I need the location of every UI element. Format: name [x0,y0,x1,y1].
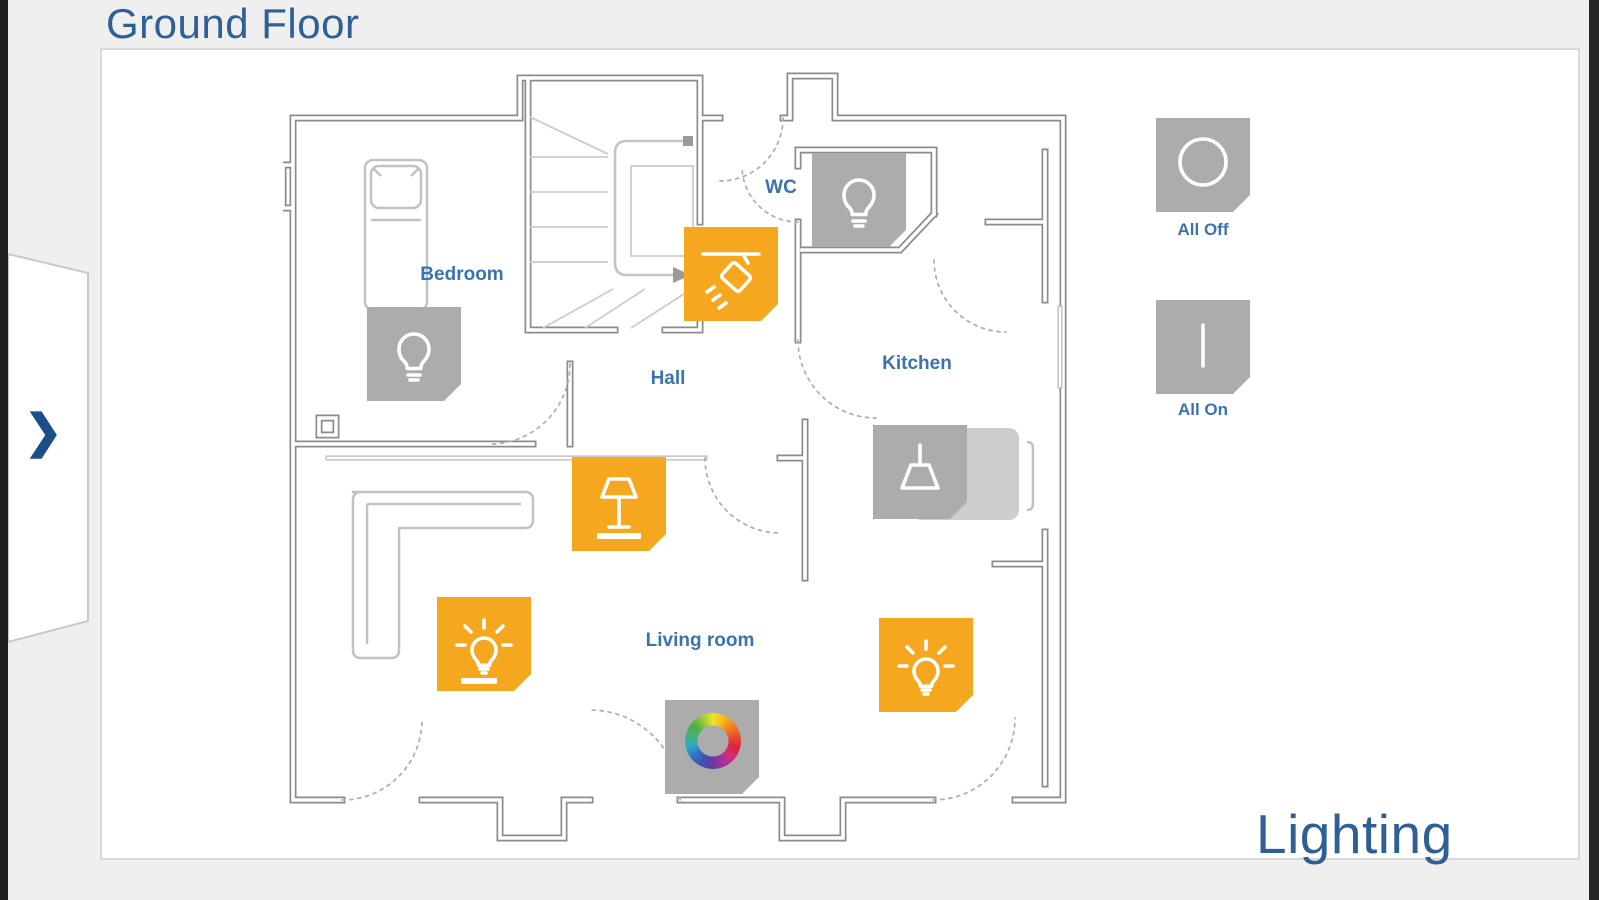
room-label-wc: WC [765,177,797,198]
all-off-label: All Off [1177,220,1229,239]
light-tile-wc[interactable] [812,153,906,247]
stair-start-marker [683,136,693,146]
glowing-bulb-icon [879,618,973,712]
off-circle-icon [1156,118,1250,212]
floor-lamp-icon [572,457,666,551]
light-tile-stairs-spot[interactable] [684,227,778,321]
light-tile-living-left[interactable] [437,597,531,691]
room-label-kitchen: Kitchen [882,353,952,374]
room-label-living: Living room [646,630,755,651]
bulb-icon [367,307,461,401]
staircase [529,116,694,329]
light-tile-kitchen-pendant[interactable] [873,425,967,519]
light-tile-hall-floor-lamp[interactable] [572,457,666,551]
room-label-hall: Hall [651,368,686,389]
screen-edge-right [1589,0,1599,900]
bed [363,158,429,312]
category-label: Lighting [1256,803,1453,865]
stair-direction-arrow-icon [673,267,691,283]
pendant-lamp-icon [873,425,967,519]
screen-edge-left [0,0,8,900]
on-bar-icon [1156,300,1250,394]
sofa [351,490,535,660]
bulb-icon [812,153,906,247]
spotlight-icon [684,227,778,321]
all-on-label: All On [1177,400,1229,419]
light-tile-living-color[interactable] [665,700,759,794]
light-tile-living-right[interactable] [879,618,973,712]
light-tile-bedroom[interactable] [367,307,461,401]
room-label-bedroom: Bedroom [420,264,503,285]
sidebar-expand-chevron-icon[interactable]: ❯ [24,405,63,457]
sidebar-flap[interactable] [0,248,94,648]
color-wheel-icon [685,713,741,769]
glowing-bulb-icon [437,597,531,691]
all-off-button[interactable] [1156,118,1250,212]
page-title: Ground Floor [106,0,360,47]
all-on-button[interactable] [1156,300,1250,394]
